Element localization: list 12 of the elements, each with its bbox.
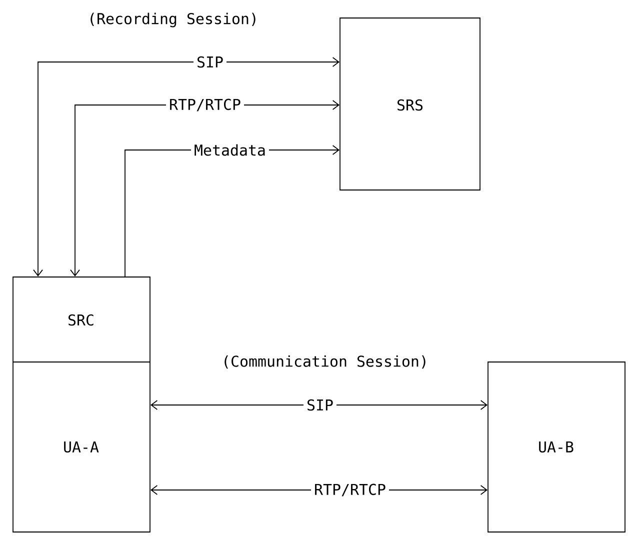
arrow xyxy=(33,57,340,277)
edge-label: SIP xyxy=(194,53,226,71)
process-box: SRC UA-A xyxy=(12,276,150,532)
session-label: (Communication Session) xyxy=(224,355,426,369)
edge-label: RTP/RTCP xyxy=(166,96,244,114)
arrow xyxy=(150,400,488,410)
process-box: UA-B xyxy=(488,362,626,532)
process-box: SRS xyxy=(340,18,480,190)
edge-label: Metadata xyxy=(191,141,269,159)
session-label: (Recording Session) xyxy=(90,12,256,28)
edge-label: SIP xyxy=(304,396,336,414)
edge-label: RTP/RTCP xyxy=(311,480,389,500)
